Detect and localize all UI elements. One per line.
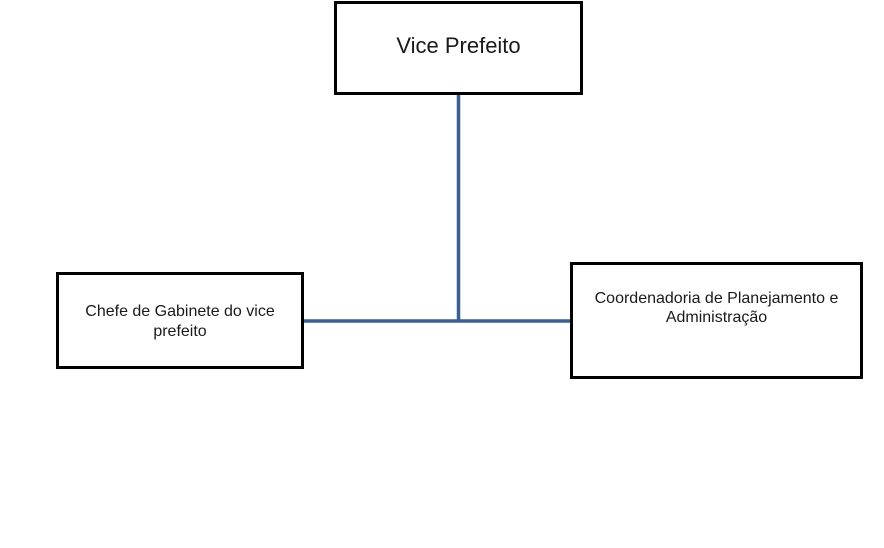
node-vice-prefeito-label: Vice Prefeito [396, 33, 521, 58]
node-coordenadoria-label: Coordenadoria de Planejamento e Administ… [594, 290, 839, 326]
node-coordenadoria: Coordenadoria de Planejamento e Administ… [570, 262, 863, 379]
node-chefe-de-gabinete: Chefe de Gabinete do vice prefeito [56, 272, 304, 369]
node-chefe-de-gabinete-label: Chefe de Gabinete do vice prefeito [85, 303, 275, 340]
node-vice-prefeito: Vice Prefeito [334, 1, 583, 95]
